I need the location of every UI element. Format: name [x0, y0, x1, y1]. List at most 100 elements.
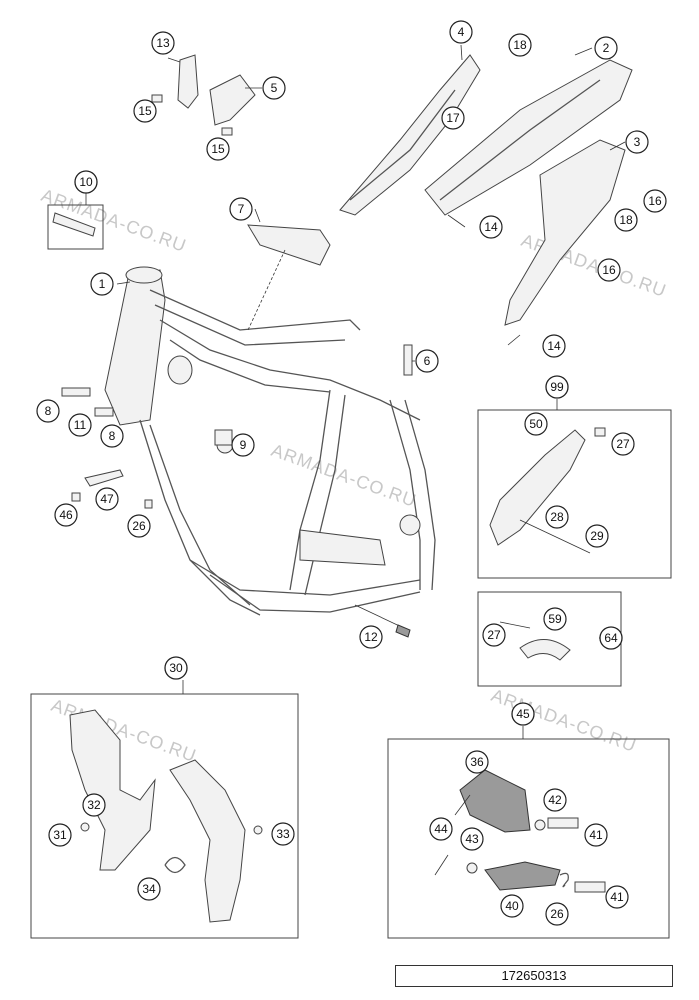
- callout-42[interactable]: 42: [543, 788, 567, 812]
- svg-text:5: 5: [271, 81, 278, 95]
- callout-17[interactable]: 17: [441, 106, 465, 130]
- callout-41b[interactable]: 41: [605, 885, 629, 909]
- svg-text:1: 1: [99, 277, 106, 291]
- svg-text:13: 13: [156, 36, 170, 50]
- svg-text:27: 27: [616, 437, 630, 451]
- svg-text:8: 8: [109, 429, 116, 443]
- svg-text:10: 10: [79, 175, 93, 189]
- main-frame-drawing: [104, 266, 436, 638]
- callout-6[interactable]: 6: [415, 349, 439, 373]
- callout-50[interactable]: 50: [524, 412, 548, 436]
- svg-text:99: 99: [550, 380, 564, 394]
- small-parts-top: [52, 54, 331, 331]
- callout-32[interactable]: 32: [82, 793, 106, 817]
- callout-30[interactable]: 30: [164, 656, 188, 680]
- footpeg-40: [484, 861, 561, 891]
- callout-43[interactable]: 43: [460, 827, 484, 851]
- callout-10[interactable]: 10: [74, 170, 98, 194]
- callout-12[interactable]: 12: [359, 625, 383, 649]
- callout-18b[interactable]: 18: [614, 208, 638, 232]
- callout-16b[interactable]: 16: [597, 258, 621, 282]
- callout-33[interactable]: 33: [271, 822, 295, 846]
- kit-box-30: [30, 693, 299, 939]
- kit-99-parts: [489, 427, 606, 554]
- callout-41a[interactable]: 41: [584, 823, 608, 847]
- callout-16a[interactable]: 16: [643, 189, 667, 213]
- svg-text:26: 26: [132, 519, 146, 533]
- callout-13[interactable]: 13: [151, 31, 175, 55]
- leaders: [116, 44, 626, 362]
- callout-36[interactable]: 36: [465, 750, 489, 774]
- callout-45[interactable]: 45: [511, 702, 535, 726]
- callout-27b[interactable]: 27: [482, 623, 506, 647]
- svg-text:46: 46: [59, 508, 73, 522]
- svg-text:41: 41: [589, 828, 603, 842]
- svg-text:4: 4: [458, 25, 465, 39]
- svg-text:7: 7: [238, 202, 245, 216]
- fasteners-left: [61, 344, 413, 509]
- callout-2[interactable]: 2: [594, 36, 618, 60]
- callout-26a[interactable]: 26: [127, 514, 151, 538]
- callout-29[interactable]: 29: [585, 524, 609, 548]
- callout-7[interactable]: 7: [229, 197, 253, 221]
- callout-4[interactable]: 4: [449, 20, 473, 44]
- callout-59[interactable]: 59: [543, 607, 567, 631]
- callouts: 1 2 3 4 5 6 7 8 8 9 10 11 12 13 14 14 15…: [36, 20, 667, 926]
- svg-text:36: 36: [470, 755, 484, 769]
- svg-text:8: 8: [45, 404, 52, 418]
- callout-14a[interactable]: 14: [479, 215, 503, 239]
- svg-text:12: 12: [364, 630, 378, 644]
- callout-64[interactable]: 64: [599, 626, 623, 650]
- chain-guide-59: [519, 639, 571, 661]
- callout-47[interactable]: 47: [95, 487, 119, 511]
- svg-text:41: 41: [610, 890, 624, 904]
- callout-8b[interactable]: 8: [100, 424, 124, 448]
- svg-text:47: 47: [100, 492, 114, 506]
- rear-subframe: [504, 139, 626, 326]
- svg-text:2: 2: [603, 41, 610, 55]
- callout-46[interactable]: 46: [54, 503, 78, 527]
- svg-text:18: 18: [513, 38, 527, 52]
- svg-text:11: 11: [74, 418, 87, 432]
- svg-text:27: 27: [487, 628, 501, 642]
- callout-34[interactable]: 34: [137, 877, 161, 901]
- frame-guard-right: [169, 759, 246, 923]
- callout-99[interactable]: 99: [545, 375, 569, 399]
- number-plate-7: [247, 224, 331, 266]
- callout-15b[interactable]: 15: [206, 137, 230, 161]
- callout-9[interactable]: 9: [231, 433, 255, 457]
- callout-11[interactable]: 11: [68, 413, 92, 437]
- svg-text:50: 50: [529, 417, 543, 431]
- svg-text:44: 44: [434, 822, 448, 836]
- callout-18a[interactable]: 18: [508, 33, 532, 57]
- callout-1[interactable]: 1: [90, 272, 114, 296]
- callout-14b[interactable]: 14: [542, 334, 566, 358]
- frame-guard-left: [69, 709, 156, 871]
- svg-text:42: 42: [548, 793, 562, 807]
- svg-text:6: 6: [424, 354, 431, 368]
- callout-40[interactable]: 40: [500, 894, 524, 918]
- kit-box-10: [47, 204, 104, 250]
- callout-26b[interactable]: 26: [545, 902, 569, 926]
- callout-3[interactable]: 3: [625, 130, 649, 154]
- callout-15a[interactable]: 15: [133, 99, 157, 123]
- svg-text:45: 45: [516, 707, 530, 721]
- watermark: ARMADA-CO.RU: [269, 440, 420, 511]
- callout-44[interactable]: 44: [429, 817, 453, 841]
- svg-text:43: 43: [465, 832, 479, 846]
- svg-text:14: 14: [484, 220, 498, 234]
- kit-45-parts: [434, 769, 606, 893]
- callout-5[interactable]: 5: [262, 76, 286, 100]
- callout-27a[interactable]: 27: [611, 432, 635, 456]
- svg-text:16: 16: [602, 263, 616, 277]
- callout-31[interactable]: 31: [48, 823, 72, 847]
- svg-text:26: 26: [550, 907, 564, 921]
- svg-text:16: 16: [648, 194, 662, 208]
- callout-28[interactable]: 28: [545, 505, 569, 529]
- svg-text:32: 32: [87, 798, 101, 812]
- svg-text:33: 33: [276, 827, 290, 841]
- callout-8a[interactable]: 8: [36, 399, 60, 423]
- subframe: [424, 59, 633, 216]
- watermark: ARMADA-CO.RU: [489, 685, 640, 756]
